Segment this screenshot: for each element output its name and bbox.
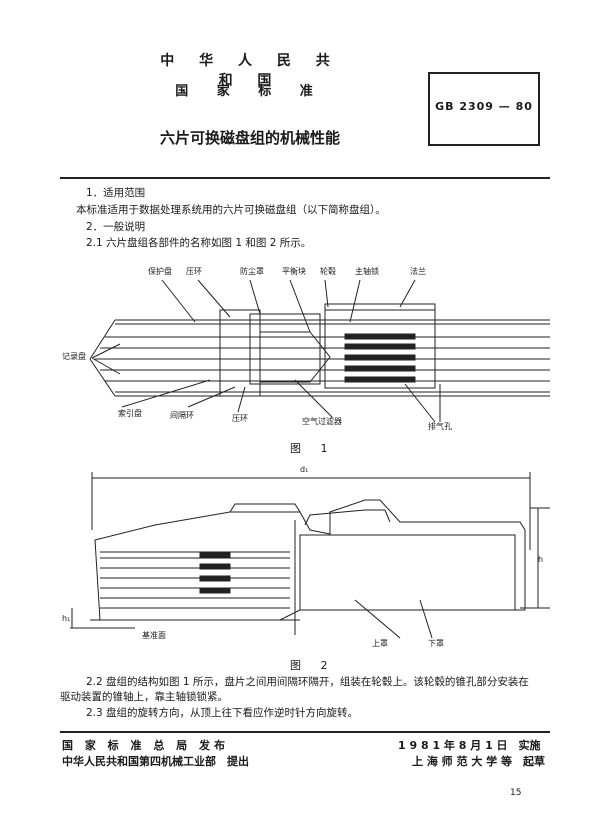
label-protective-disk: 保护盘 <box>148 267 172 276</box>
figure-1-drawing <box>60 262 550 437</box>
figure-2-drawing <box>60 460 550 650</box>
page-number: 15 <box>510 788 522 798</box>
section-2-3-text: 2.3 盘组的旋转方向，从顶上往下看应作逆时针方向旋转。 <box>86 707 359 719</box>
section-1-text: 本标准适用于数据处理系统用的六片可换磁盘组（以下简称盘组）。 <box>76 204 386 216</box>
section-1-heading: 1．适用范围 <box>86 187 146 199</box>
label-air-filter: 空气过滤器 <box>302 417 342 426</box>
label-lower-cover: 下罩 <box>428 639 444 648</box>
label-hub: 轮毂 <box>320 267 336 276</box>
gb-code: GB 2309 — 80 <box>435 100 533 113</box>
label-datum-plane: 基准面 <box>142 631 166 640</box>
label-press-ring-bottom: 压环 <box>232 414 248 423</box>
label-recording-disk: 记录盘 <box>62 352 86 361</box>
label-spindle-lock: 主轴锁 <box>355 267 379 276</box>
footer-divider <box>60 731 550 733</box>
document-title: 六片可换磁盘组的机械性能 <box>159 129 340 147</box>
section-2-1-text: 2.1 六片盘组各部件的名称如图 1 和图 2 所示。 <box>86 237 312 249</box>
footer-drafter: 上 海 师 范 大 学 等 起草 <box>412 755 545 768</box>
section-2-2-line-2: 驱动装置的锥轴上，靠主轴锁锁紧。 <box>60 691 228 703</box>
dimension-h: h <box>538 555 544 564</box>
dimension-d1: d₁ <box>300 465 309 474</box>
label-index-disk: 索引盘 <box>118 409 142 418</box>
label-balance-block: 平衡块 <box>282 267 306 276</box>
country-heading: 中 华 人 民 共 和 国 <box>160 53 340 89</box>
section-2-2-line-1: 2.2 盘组的结构如图 1 所示，盘片之间用间隔环隔开，组装在轮毂上。该轮毂的锥… <box>86 676 529 688</box>
label-upper-cover: 上罩 <box>372 639 388 648</box>
standard-type-heading: 国 家 标 准 <box>175 84 325 99</box>
label-spacer-ring: 间隔环 <box>170 411 194 420</box>
label-press-ring-top: 压环 <box>186 267 202 276</box>
label-flange: 法兰 <box>410 267 426 276</box>
label-dust-cover: 防尘罩 <box>240 267 264 276</box>
figure-2-caption: 图 2 <box>290 659 336 672</box>
footer-implement-date: 1 9 8 1 年 8 月 1 日 实施 <box>398 739 541 752</box>
gb-code-box: GB 2309 — 80 <box>428 72 540 146</box>
figure-1-caption: 图 1 <box>290 442 336 455</box>
header-divider <box>60 177 550 179</box>
label-vent-hole: 排气孔 <box>428 422 452 431</box>
dimension-h1: h₁ <box>62 614 71 623</box>
footer-proposer: 中华人民共和国第四机械工业部 提出 <box>62 755 249 768</box>
section-2-heading: 2．一般说明 <box>86 221 146 233</box>
footer-issuer: 国 家 标 准 总 局 发布 <box>62 739 229 752</box>
